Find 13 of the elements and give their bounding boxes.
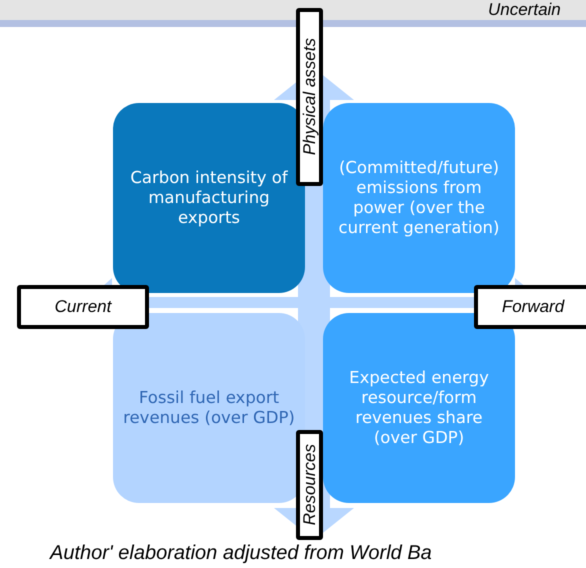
- quadrant-text: Fossil fuel export revenues (over GDP): [123, 388, 295, 428]
- quadrant-box: [113, 313, 305, 503]
- quadrant-text: Carbon intensity of manufacturing exports: [129, 168, 289, 228]
- axis-label: Resources: [296, 430, 323, 540]
- quadrant-box: [323, 313, 515, 503]
- axis-label: Current: [17, 285, 149, 329]
- quadrant-text: Expected energy resource/form revenues share (over GDP): [348, 368, 490, 448]
- caption: Author' elaboration adjusted from World Ba: [50, 542, 432, 565]
- axis-label: Physical assets: [296, 8, 323, 186]
- axis-label: Forward: [474, 285, 586, 329]
- quadrant-text: (Committed/future) emissions from power (over the current generation): [338, 158, 500, 238]
- header-text: Uncertain: [488, 0, 561, 19]
- quadrant-box: [323, 103, 515, 293]
